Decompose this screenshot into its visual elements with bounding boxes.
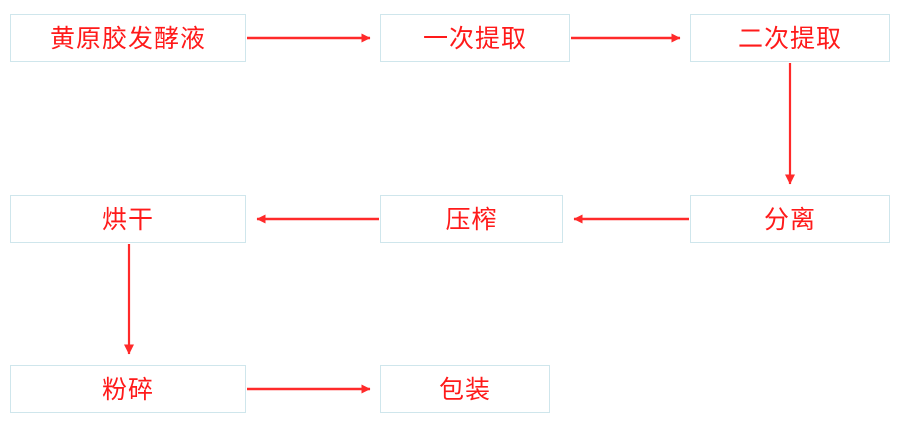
node-label: 烘干	[101, 204, 154, 234]
node-label: 包装	[438, 374, 491, 404]
node-label: 二次提取	[737, 23, 842, 53]
node-pressing[interactable]: 压榨	[380, 195, 563, 243]
node-second-extraction[interactable]: 二次提取	[690, 14, 890, 62]
node-label: 分离	[763, 204, 816, 234]
node-label: 一次提取	[422, 23, 527, 53]
node-separation[interactable]: 分离	[690, 195, 890, 243]
node-label: 压榨	[445, 204, 498, 234]
node-label: 粉碎	[101, 374, 154, 404]
node-fermentation-broth[interactable]: 黄原胶发酵液	[10, 14, 246, 62]
node-packaging[interactable]: 包装	[380, 365, 550, 413]
node-label: 黄原胶发酵液	[49, 23, 206, 53]
node-crushing[interactable]: 粉碎	[10, 365, 246, 413]
node-first-extraction[interactable]: 一次提取	[380, 14, 570, 62]
node-drying[interactable]: 烘干	[10, 195, 246, 243]
